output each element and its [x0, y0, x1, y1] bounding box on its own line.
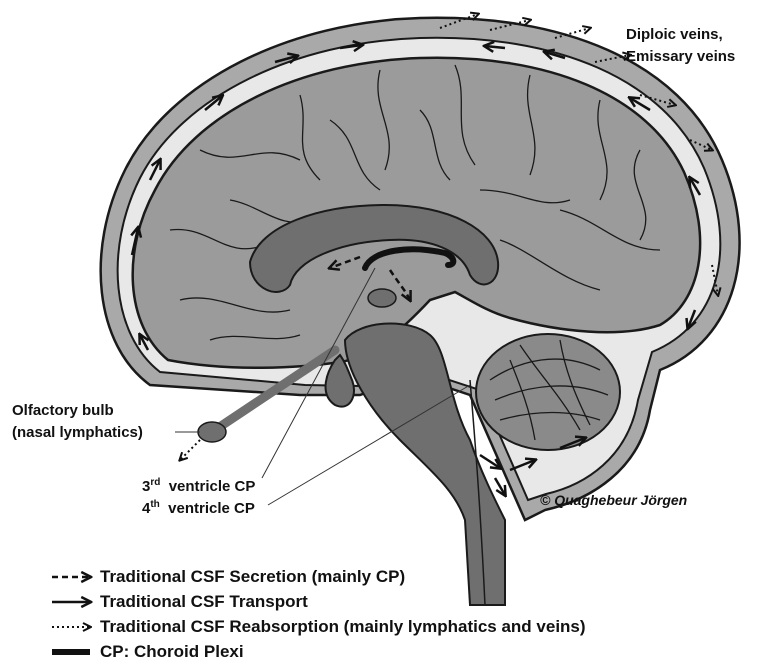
emissary-veins-label: Emissary veins — [626, 48, 735, 66]
olfactory-bulb-label: Olfactory bulb — [12, 402, 114, 420]
legend-choroid-label: CP: Choroid Plexi — [100, 642, 244, 662]
legend-transport: Traditional CSF Transport — [50, 591, 308, 613]
credit-label: © Quaghebeur Jörgen — [540, 492, 687, 508]
legend-reabsorption: Traditional CSF Reabsorption (mainly lym… — [50, 616, 586, 638]
olfactory-bulb — [198, 422, 226, 442]
legend-reabsorption-label: Traditional CSF Reabsorption (mainly lym… — [100, 617, 586, 637]
thick-bar-icon — [50, 644, 96, 660]
legend-secretion: Traditional CSF Secretion (mainly CP) — [50, 566, 405, 588]
third-ventricle-cp-label: 3rd ventricle CP — [142, 478, 255, 496]
dashed-arrow-icon — [50, 569, 96, 585]
fourth-ventricle-cp-label: 4th ventricle CP — [142, 500, 255, 518]
legend-transport-label: Traditional CSF Transport — [100, 592, 308, 612]
legend-secretion-label: Traditional CSF Secretion (mainly CP) — [100, 567, 405, 587]
solid-arrow-icon — [50, 594, 96, 610]
dotted-arrow-icon — [50, 619, 96, 635]
thalamic-nucleus — [368, 289, 396, 307]
legend-choroid: CP: Choroid Plexi — [50, 641, 244, 663]
nasal-lymphatics-label: (nasal lymphatics) — [12, 424, 143, 442]
diploic-veins-label: Diploic veins, — [626, 26, 723, 44]
